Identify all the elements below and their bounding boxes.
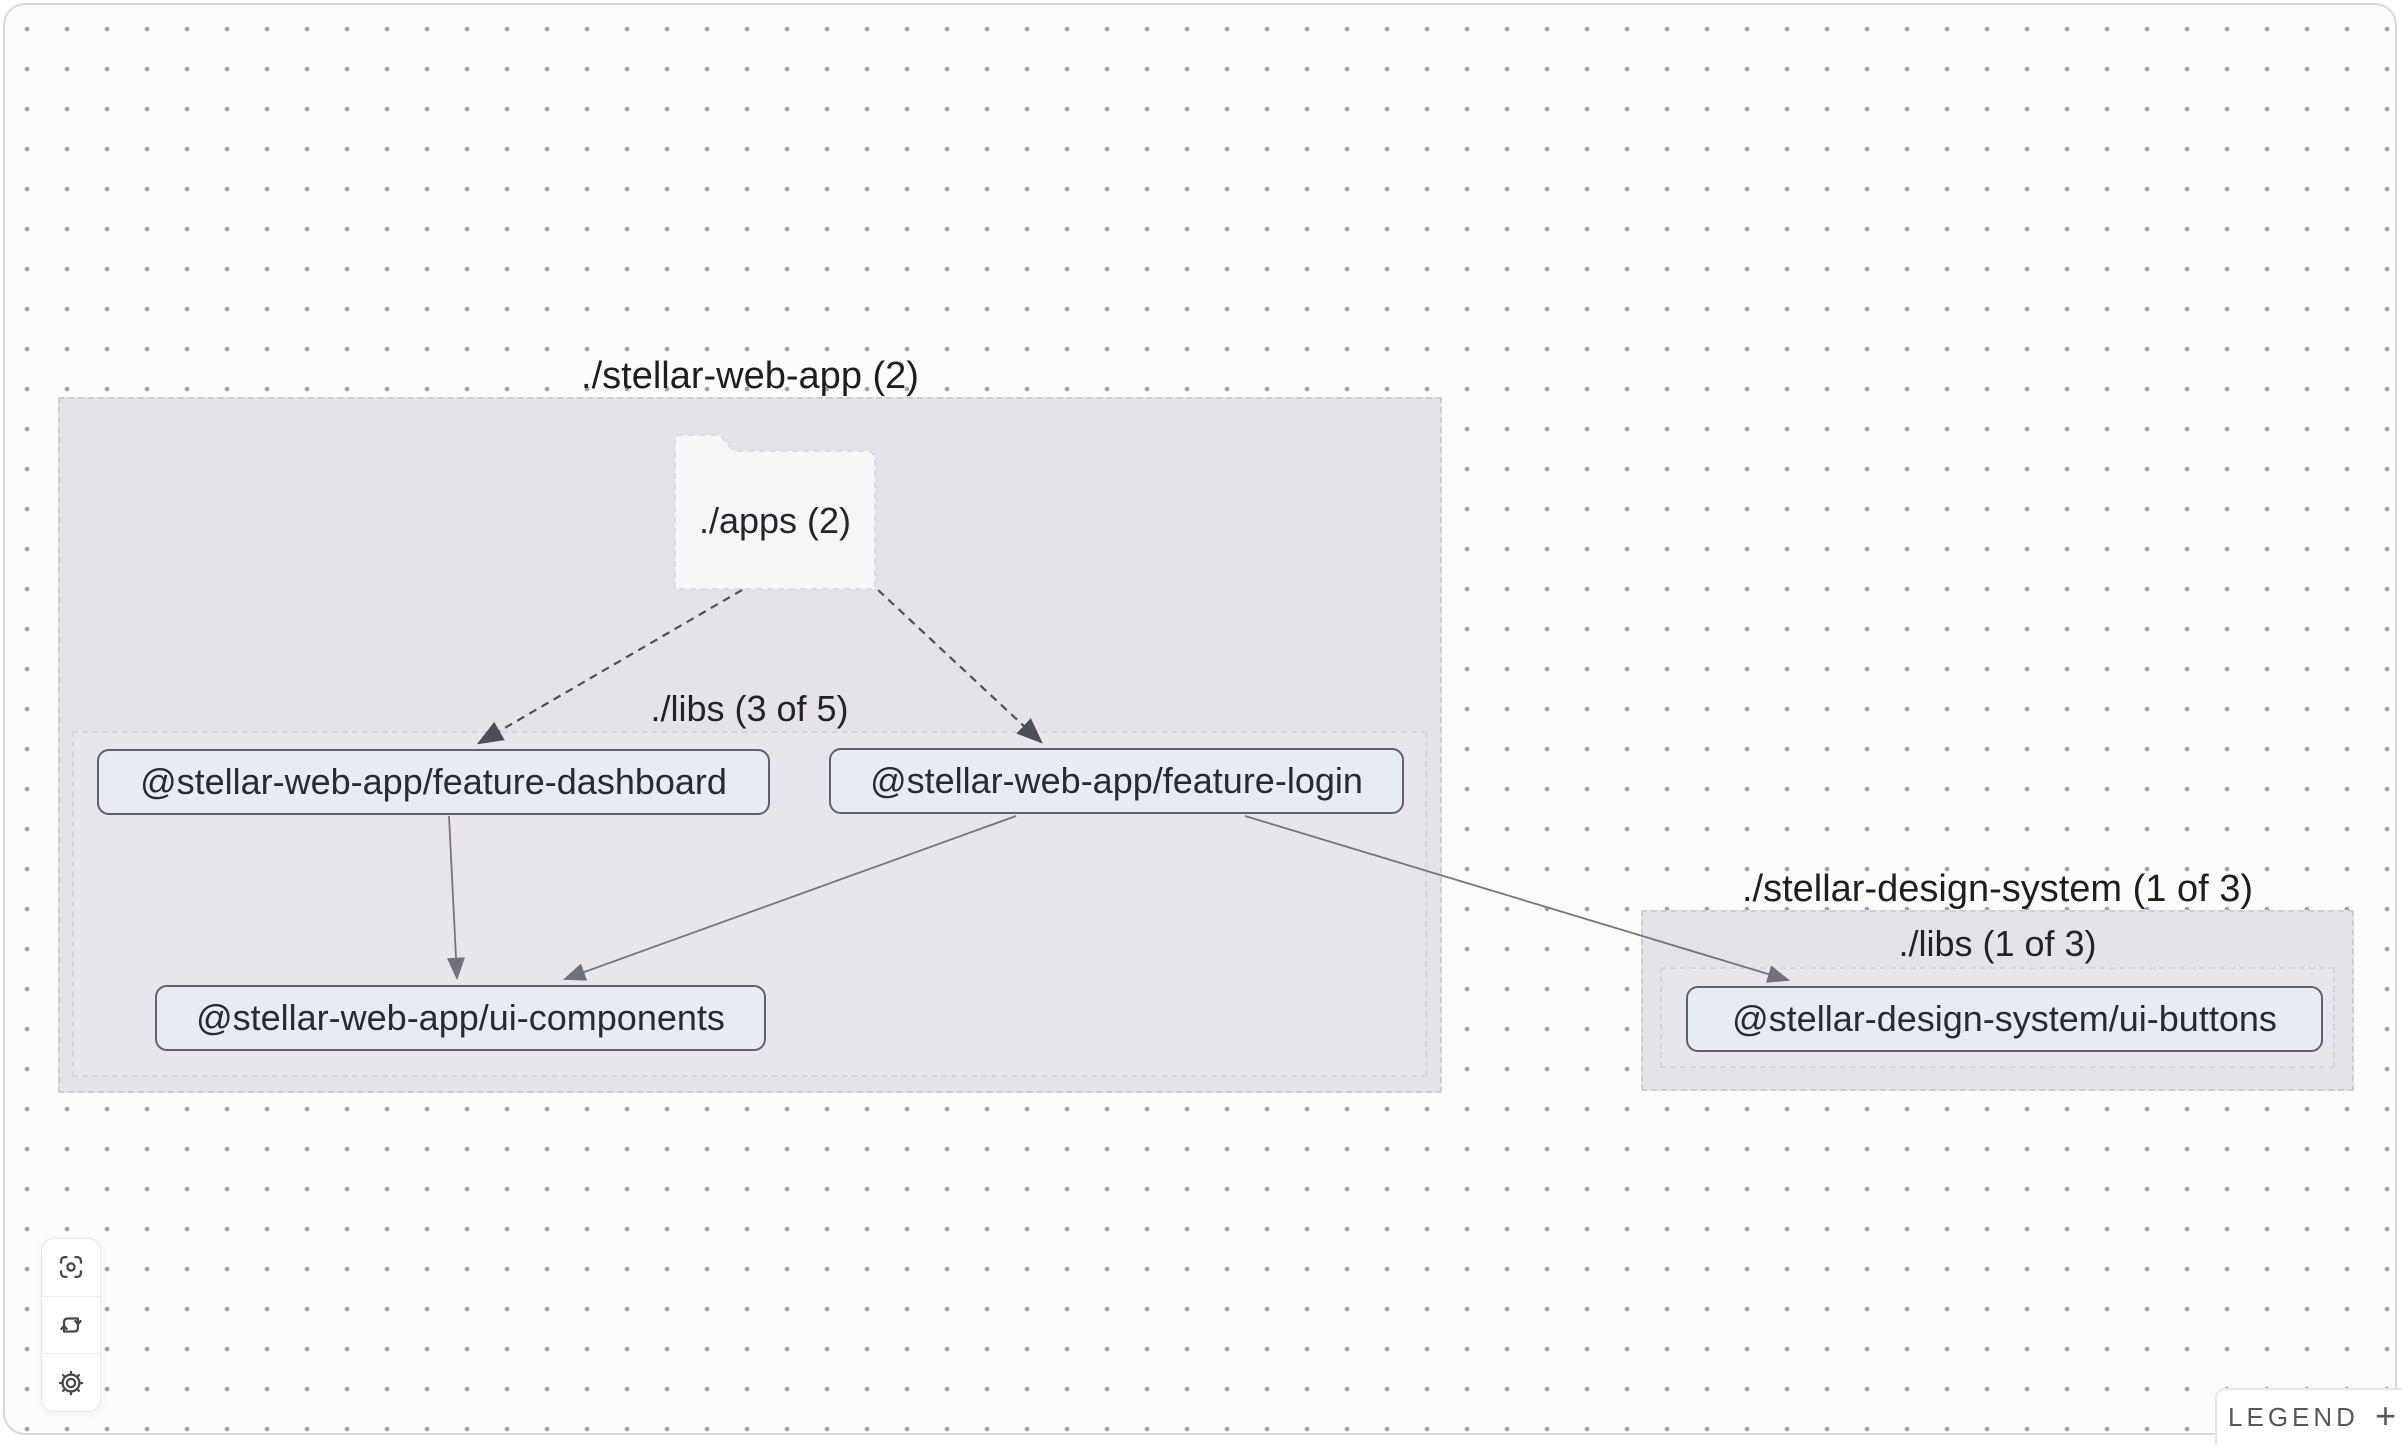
refresh-button[interactable] [42,1295,100,1354]
group-title-stellar-design-system: ./stellar-design-system (1 of 3) [1741,868,2254,910]
folder-shape [674,434,876,590]
gear-icon [58,1370,84,1395]
folder-node-apps-label: ./apps (2) [698,499,852,541]
settings-button[interactable] [42,1353,100,1411]
node-ui-buttons[interactable]: @stellar-design-system/ui-buttons [1686,986,2323,1052]
group-title-stellar-web-app: ./stellar-web-app (2) [581,355,919,397]
group-label-stellar-design-system-libs: ./libs (1 of 3) [1898,923,2097,964]
legend-label: LEGEND [2228,1402,2359,1432]
legend-toggle[interactable]: LEGEND + [2215,1388,2402,1445]
node-ui-components[interactable]: @stellar-web-app/ui-components [155,985,766,1051]
group-label-stellar-web-app-libs: ./libs (3 of 5) [650,688,849,729]
node-feature-login[interactable]: @stellar-web-app/feature-login [829,748,1404,814]
refresh-icon [60,1317,82,1333]
focus-icon [60,1256,82,1279]
graph-canvas[interactable]: ./stellar-web-app (2) ./libs (3 of 5) ./… [3,3,2402,1445]
folder-node-apps[interactable] [673,433,881,593]
node-feature-dashboard[interactable]: @stellar-web-app/feature-dashboard [97,749,770,815]
graph-toolbar [41,1238,101,1412]
focus-view-button[interactable] [42,1239,100,1296]
plus-icon: + [2374,1394,2396,1436]
